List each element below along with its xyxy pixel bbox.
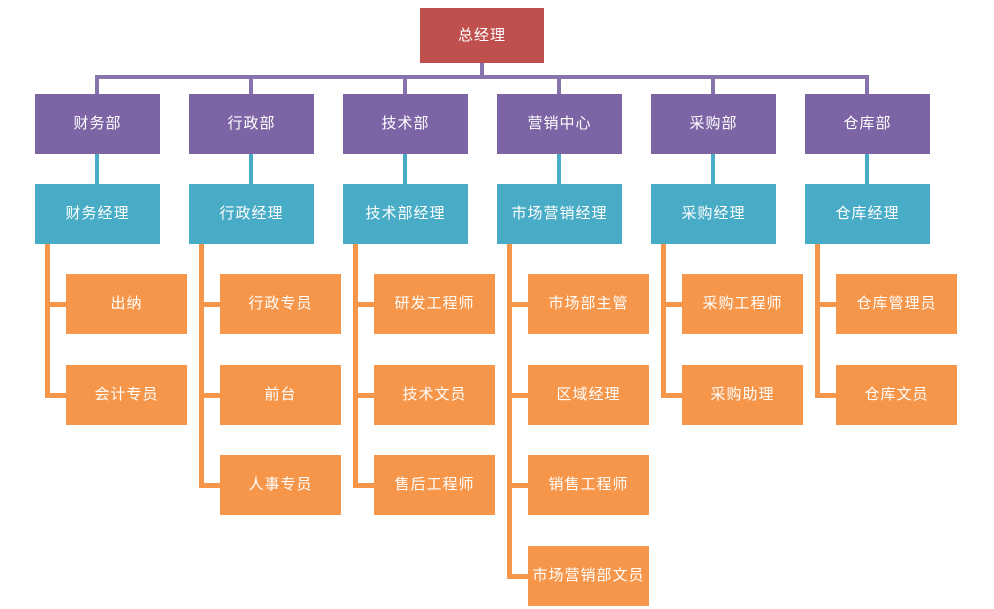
connector-staff-stub [507,483,528,488]
staff-node[interactable]: 研发工程师 [374,274,495,334]
staff-node[interactable]: 市场营销部文员 [528,546,649,606]
connector-root-drop [480,63,484,75]
connector-staff-stub [199,393,220,398]
connector-staff-branch [353,244,358,488]
dept-node[interactable]: 技术部 [343,94,468,154]
dept-node[interactable]: 采购部 [651,94,776,154]
connector-staff-branch [45,244,50,398]
staff-node[interactable]: 仓库文员 [836,365,957,425]
connector-staff-stub [507,302,528,307]
connector-staff-stub [353,393,374,398]
connector-dept-drop [557,75,561,94]
connector-staff-stub [815,393,836,398]
connector-staff-stub [661,302,682,307]
connector-staff-stub [353,483,374,488]
staff-node[interactable]: 售后工程师 [374,455,495,515]
connector-staff-stub [507,574,528,579]
connector-staff-branch [661,244,666,398]
staff-node[interactable]: 采购助理 [682,365,803,425]
connector-staff-stub [199,483,220,488]
connector-staff-stub [507,393,528,398]
connector-dept-drop [249,75,253,94]
connector-staff-stub [45,393,66,398]
connector-staff-branch [199,244,204,488]
connector-staff-stub [45,302,66,307]
staff-node[interactable]: 区域经理 [528,365,649,425]
manager-node[interactable]: 仓库经理 [805,184,930,244]
manager-node[interactable]: 市场营销经理 [497,184,622,244]
staff-node[interactable]: 采购工程师 [682,274,803,334]
connector-manager-drop [403,154,407,184]
staff-node[interactable]: 仓库管理员 [836,274,957,334]
manager-node[interactable]: 行政经理 [189,184,314,244]
connector-dept-drop [865,75,869,94]
staff-node[interactable]: 前台 [220,365,341,425]
staff-node[interactable]: 人事专员 [220,455,341,515]
manager-node[interactable]: 财务经理 [35,184,160,244]
dept-node[interactable]: 行政部 [189,94,314,154]
root-node[interactable]: 总经理 [420,8,544,63]
connector-dept-drop [95,75,99,94]
staff-node[interactable]: 市场部主管 [528,274,649,334]
staff-node[interactable]: 技术文员 [374,365,495,425]
connector-staff-stub [661,393,682,398]
connector-manager-drop [711,154,715,184]
connector-dept-drop [403,75,407,94]
manager-node[interactable]: 技术部经理 [343,184,468,244]
dept-node[interactable]: 财务部 [35,94,160,154]
connector-staff-stub [815,302,836,307]
connector-dept-drop [711,75,715,94]
staff-node[interactable]: 销售工程师 [528,455,649,515]
staff-node[interactable]: 会计专员 [66,365,187,425]
staff-node[interactable]: 出纳 [66,274,187,334]
connector-bus [95,75,869,79]
connector-staff-branch [507,244,512,579]
connector-manager-drop [865,154,869,184]
connector-staff-stub [199,302,220,307]
connector-manager-drop [249,154,253,184]
dept-node[interactable]: 仓库部 [805,94,930,154]
connector-staff-stub [353,302,374,307]
staff-node[interactable]: 行政专员 [220,274,341,334]
dept-node[interactable]: 营销中心 [497,94,622,154]
connector-manager-drop [557,154,561,184]
connector-staff-branch [815,244,820,398]
manager-node[interactable]: 采购经理 [651,184,776,244]
connector-manager-drop [95,154,99,184]
